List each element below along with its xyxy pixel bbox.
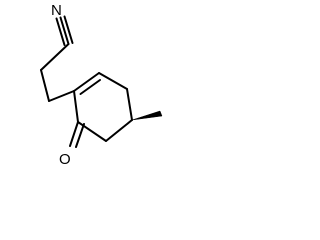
molecule-diagram: N O <box>0 0 186 189</box>
bond-ring-c1-c2 <box>73 72 100 92</box>
bond-carbonyl <box>69 121 79 147</box>
molecule-svg: N O <box>40 2 163 168</box>
nitrogen-label: N <box>51 2 62 19</box>
nitrile-triple-bond <box>55 15 74 46</box>
stereo-wedge-methyl <box>131 110 163 121</box>
bond-ch2-ch2 <box>40 69 50 102</box>
bond-ring-c2-c3 <box>98 72 128 90</box>
bond-nitrile-ch2 <box>40 43 70 71</box>
bond-ring-c4-c5 <box>105 119 133 142</box>
bond-carbonyl-inner <box>75 123 85 148</box>
bond-ring-c3-c4 <box>126 88 133 121</box>
bond-ch2-ring <box>48 90 75 102</box>
bond-ring-c6-c1 <box>73 90 79 123</box>
oxygen-label: O <box>59 151 71 168</box>
bond-ring-c1-c2-inner <box>79 79 101 95</box>
